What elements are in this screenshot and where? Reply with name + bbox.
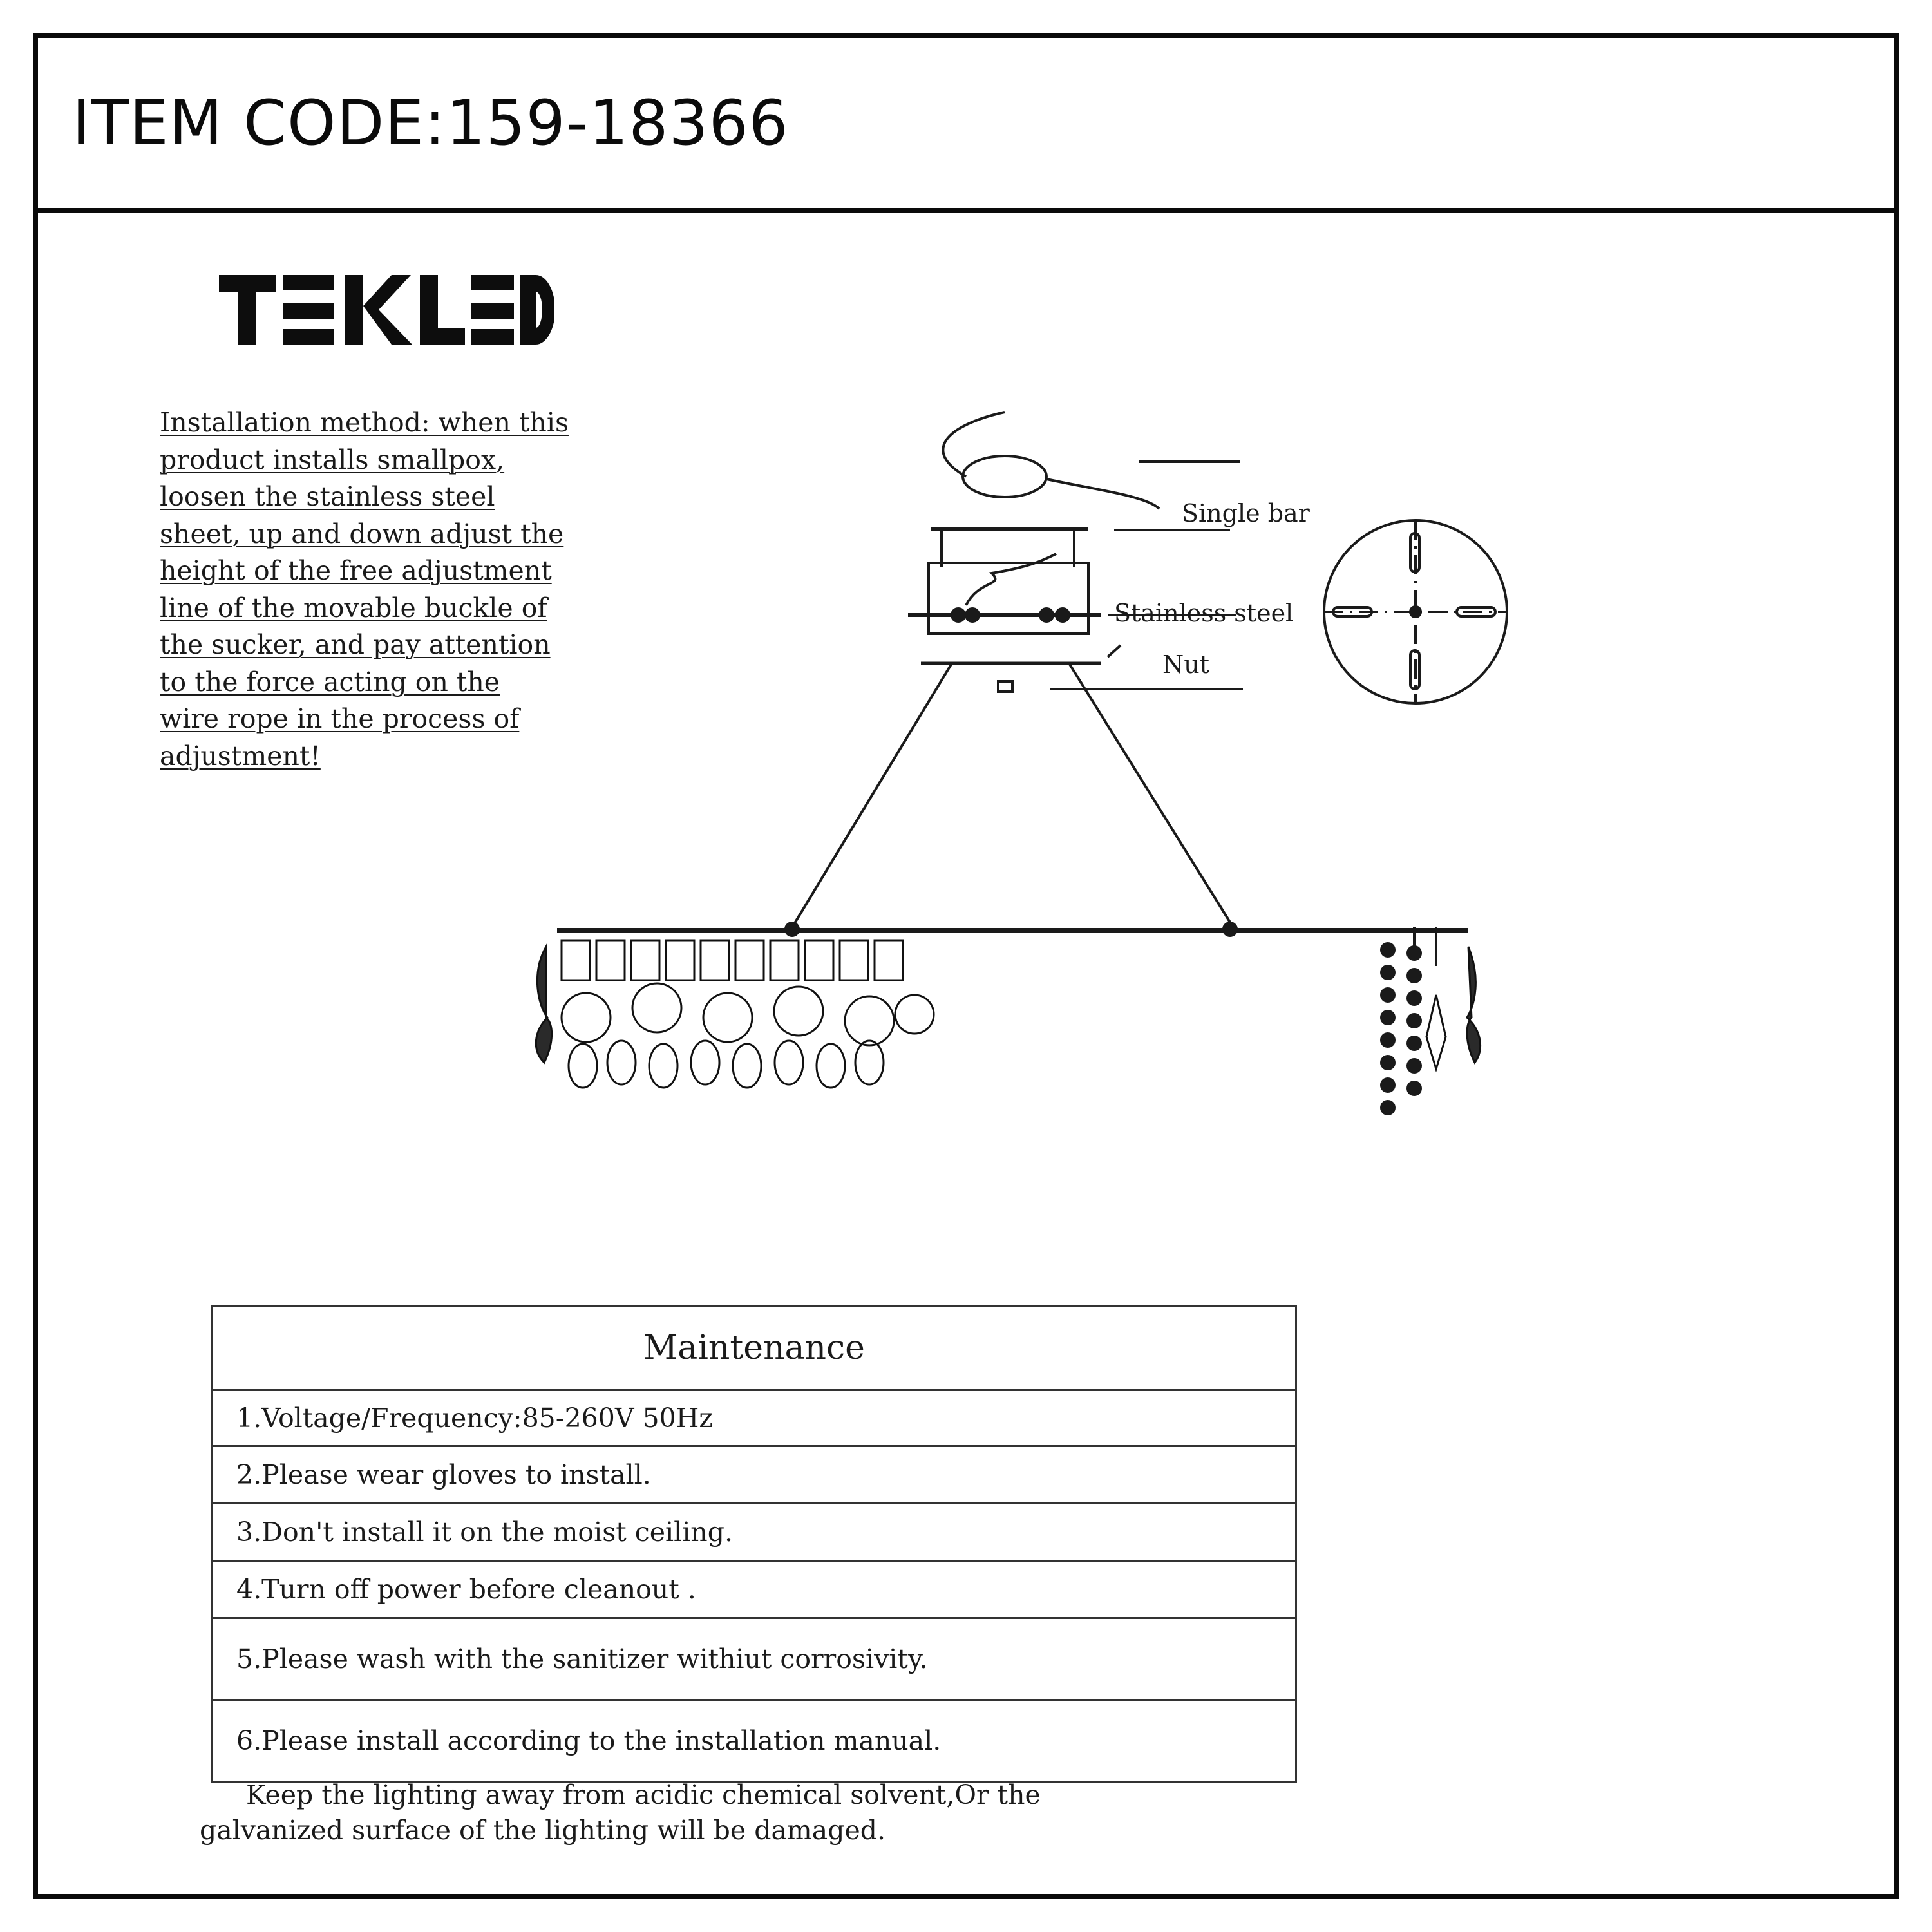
install-line: adjustment!	[160, 740, 321, 772]
table-row: 1.Voltage/Frequency:85-260V 50Hz	[211, 1389, 1297, 1447]
note-line: galvanized surface of the lighting will …	[200, 1815, 886, 1846]
page-frame	[33, 33, 1899, 1899]
install-line: loosen the stainless steel	[160, 481, 495, 512]
label-nut: Nut	[1162, 650, 1209, 679]
canopy-box	[927, 562, 1090, 635]
note-line: Keep the lighting away from acidic chemi…	[246, 1779, 1041, 1810]
label-single-bar: Single bar	[1182, 499, 1311, 527]
table-row: 4.Turn off power before cleanout .	[211, 1560, 1297, 1619]
install-line: sheet, up and down adjust the	[160, 518, 564, 549]
suspension-wire-right	[1068, 662, 1235, 929]
maintenance-note: Keep the lighting away from acidic chemi…	[200, 1777, 1166, 1848]
maintenance-item: 4.Turn off power before cleanout .	[211, 1560, 1297, 1619]
install-line: Installation method: when this	[160, 407, 569, 438]
crystal-flowers	[535, 943, 1482, 1089]
install-line: product installs smallpox,	[160, 444, 505, 475]
table-row: 3.Don't install it on the moist ceiling.	[211, 1502, 1297, 1562]
header-bar	[33, 33, 1899, 213]
install-line: wire rope in the process of	[160, 703, 520, 734]
maintenance-item: 1.Voltage/Frequency:85-260V 50Hz	[211, 1389, 1297, 1447]
item-code: ITEM CODE:159-18366	[72, 87, 789, 159]
maintenance-title: Maintenance	[211, 1305, 1297, 1391]
table-row: 5.Please wash with the sanitizer withiut…	[211, 1617, 1297, 1701]
install-line: line of the movable buckle of	[160, 592, 547, 623]
maintenance-item: 6.Please install according to the instal…	[211, 1699, 1297, 1783]
maintenance-item: 2.Please wear gloves to install.	[211, 1445, 1297, 1504]
install-line: to the force acting on the	[160, 666, 500, 697]
crystal-row	[560, 939, 904, 981]
suspension-wire-left	[791, 662, 953, 929]
installation-method-text: Installation method: when this product i…	[160, 404, 656, 775]
power-wire	[942, 411, 1005, 478]
table-row: 6.Please install according to the instal…	[211, 1699, 1297, 1783]
label-stainless-steel: Stainless steel	[1114, 599, 1293, 627]
bead-strands	[1380, 942, 1447, 1115]
maintenance-table: Maintenance 1.Voltage/Frequency:85-260V …	[211, 1305, 1297, 1783]
install-line: the sucker, and pay attention	[160, 629, 551, 660]
table-row: 2.Please wear gloves to install.	[211, 1445, 1297, 1504]
maintenance-item: 5.Please wash with the sanitizer withiut…	[211, 1617, 1297, 1701]
install-line: height of the free adjustment	[160, 555, 552, 586]
maintenance-header-row: Maintenance	[211, 1305, 1297, 1391]
nut	[997, 680, 1014, 693]
maintenance-item: 3.Don't install it on the moist ceiling.	[211, 1502, 1297, 1562]
tekled-logo	[219, 275, 554, 345]
driver-box	[961, 455, 1048, 498]
